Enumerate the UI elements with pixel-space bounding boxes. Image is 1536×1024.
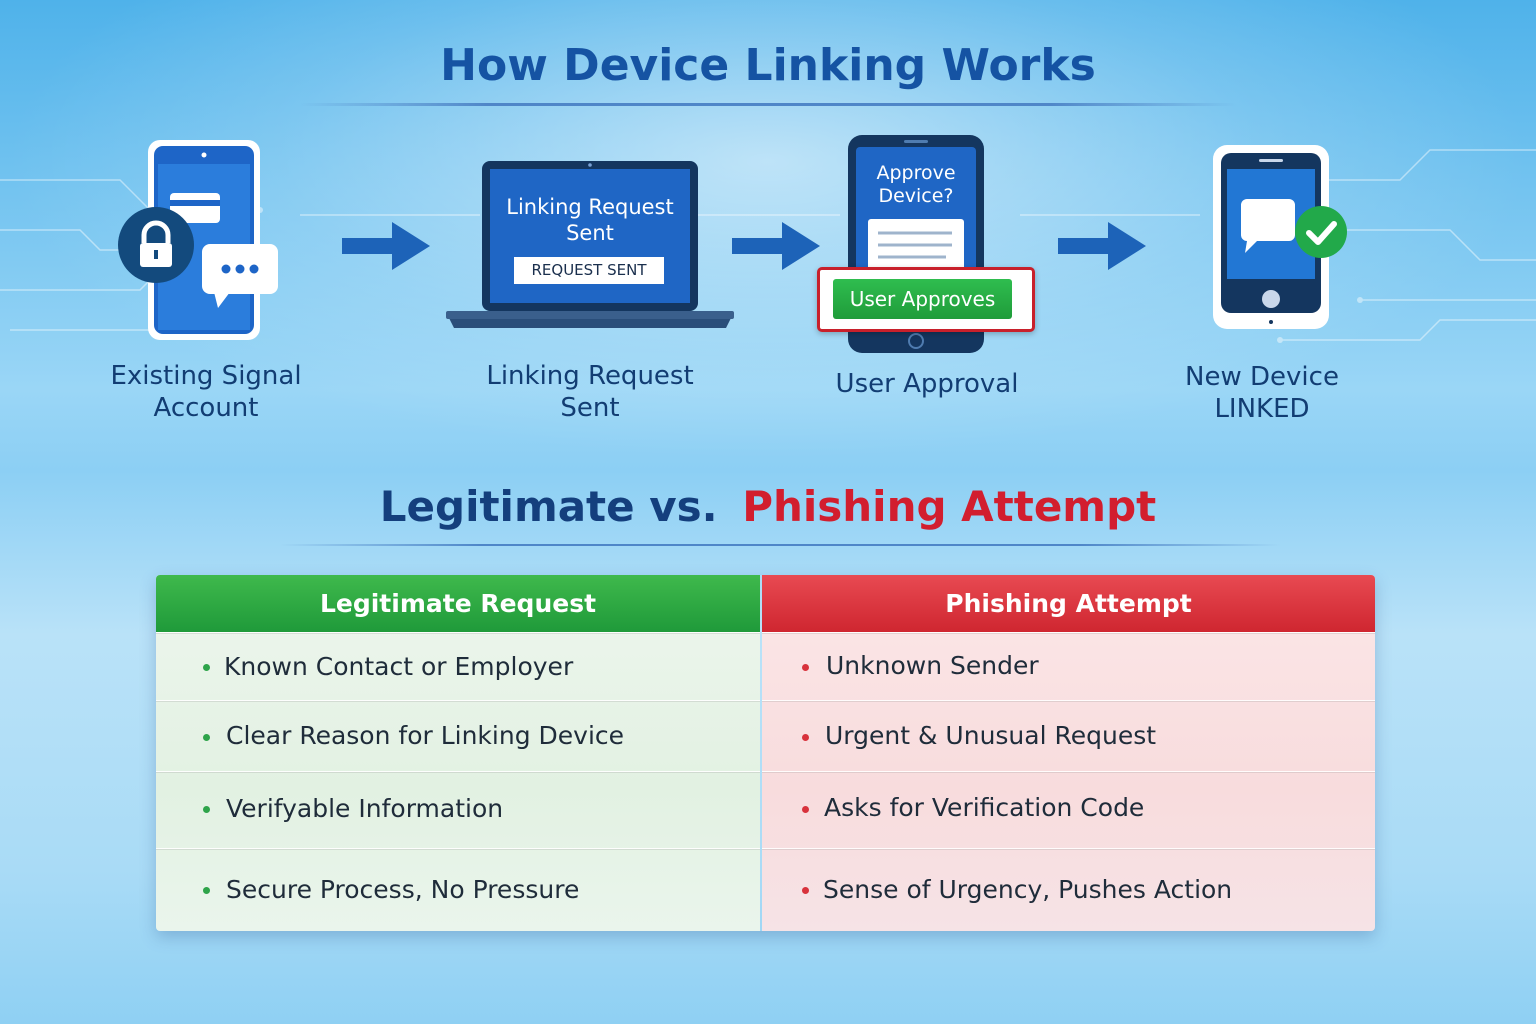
legit-item: Secure Process, No Pressure (226, 875, 580, 904)
arrow-right-icon (732, 222, 820, 270)
bullet (802, 806, 809, 813)
arrow-right-icon (1058, 222, 1146, 270)
approval-screen-title-line1: Approve (876, 162, 956, 184)
phish-item: Urgent & Unusual Request (825, 721, 1157, 750)
phish-item: Sense of Urgency, Pushes Action (823, 875, 1233, 904)
comparison-table: Legitimate Request Known Contact or Empl… (156, 575, 1375, 931)
phish-column: Phishing Attempt Unknown Sender Urgent &… (762, 575, 1375, 931)
bullet (802, 887, 809, 894)
step-1-label-line2: Account (153, 393, 259, 423)
table-row: Unknown Sender (762, 632, 1375, 701)
phish-item: Asks for Verification Code (824, 793, 1145, 822)
table-row: Sense of Urgency, Pushes Action (762, 848, 1375, 931)
step-2-label-line2: Sent (560, 393, 620, 423)
table-row: Asks for Verification Code (762, 771, 1375, 849)
page-title: How Device Linking Works (440, 40, 1096, 91)
step-2-label-line1: Linking Request (486, 361, 694, 391)
chat-bubble-icon (202, 244, 278, 308)
step-3-label-line1: User Approval (835, 369, 1019, 399)
approval-screen-title-line2: Device? (878, 185, 954, 207)
bullet (203, 734, 210, 741)
phish-item: Unknown Sender (826, 651, 1039, 680)
bullet (203, 887, 210, 894)
step-4-label-line2: LINKED (1214, 394, 1310, 424)
step-1-label: Existing Signal Account (96, 360, 316, 424)
table-row: Known Contact or Employer (156, 632, 760, 701)
step-4-label: New Device LINKED (1150, 361, 1374, 425)
bullet (203, 806, 210, 813)
legit-column-header: Legitimate Request (156, 575, 760, 632)
checkmark-icon (1295, 206, 1347, 258)
legit-column: Legitimate Request Known Contact or Empl… (156, 575, 760, 931)
comparison-heading: Legitimate vs. Phishing Attempt (0, 482, 1536, 531)
legit-item: Verifyable Information (226, 794, 504, 823)
phish-column-header: Phishing Attempt (762, 575, 1375, 632)
legit-item: Clear Reason for Linking Device (226, 721, 625, 750)
step-3-label: User Approval (812, 368, 1042, 400)
lock-icon (118, 207, 194, 283)
table-row: Secure Process, No Pressure (156, 848, 760, 931)
step-2-label: Linking Request Sent (470, 360, 710, 424)
heading-legit: Legitimate vs. (379, 482, 718, 531)
laptop-screen-title-line2: Sent (566, 221, 614, 245)
laptop-screen-title-line1: Linking Request (506, 195, 674, 219)
arrow-right-icon (342, 222, 430, 270)
step-1-label-line1: Existing Signal (110, 361, 302, 391)
table-row: Urgent & Unusual Request (762, 700, 1375, 772)
legit-item: Known Contact or Employer (224, 652, 574, 681)
laptop-screen-title: Linking Request Sent (490, 194, 690, 246)
table-row: Clear Reason for Linking Device (156, 700, 760, 772)
request-sent-badge: REQUEST SENT (514, 257, 664, 284)
user-approves-button[interactable]: User Approves (833, 279, 1012, 319)
heading-rule (280, 544, 1280, 546)
heading-phish: Phishing Attempt (742, 482, 1157, 531)
bullet (802, 734, 809, 741)
step-4-label-line1: New Device (1185, 362, 1339, 392)
approval-screen-title: Approve Device? (858, 162, 974, 208)
bullet (802, 664, 809, 671)
bullet (203, 664, 210, 671)
title-rule (300, 103, 1236, 106)
table-row: Verifyable Information (156, 771, 760, 849)
